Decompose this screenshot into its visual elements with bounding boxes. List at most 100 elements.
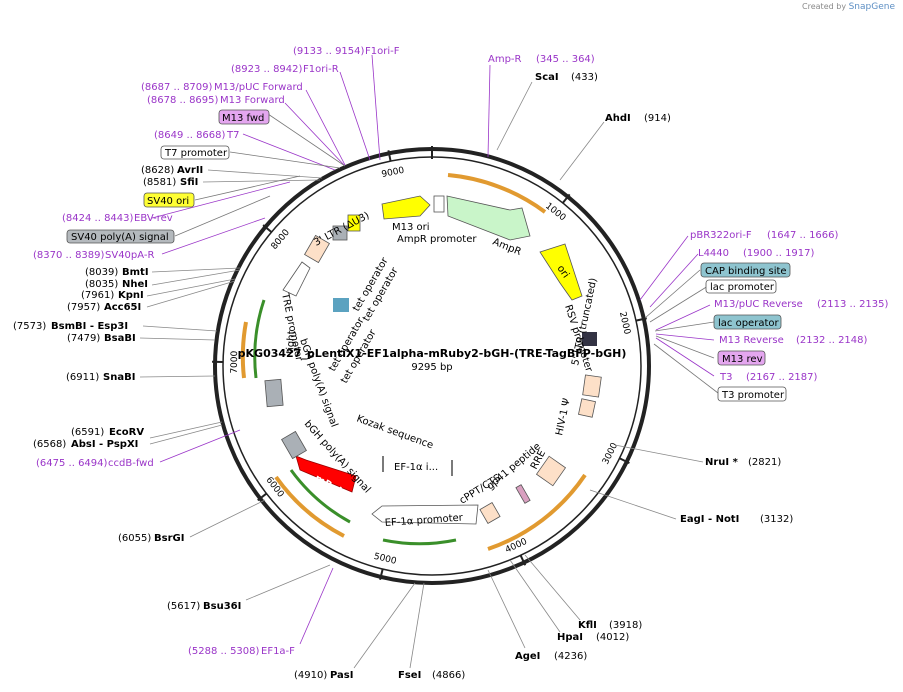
arc-tre <box>253 299 266 379</box>
feature-lac-promoter: lac promoter <box>710 282 775 293</box>
m13-ori-arrow <box>381 195 431 220</box>
primer-ccdb-range: (6475 .. 6494) <box>36 458 108 469</box>
primer-m13r-range: (2132 .. 2148) <box>796 335 868 346</box>
site-bsrgi-pos: (6055) <box>118 533 151 544</box>
enzyme-leaders <box>139 81 704 669</box>
feature-lac-operator: lac operator <box>718 318 779 329</box>
site-agei-name: AgeI <box>515 651 540 662</box>
ef1a-promoter-arrow <box>371 504 479 525</box>
credit-brand: SnapGene <box>848 2 895 12</box>
feature-sv40-ori: SV40 ori <box>147 196 189 207</box>
primer-ampr-name: Amp-R <box>488 54 522 65</box>
primer-ampr-range: (345 .. 364) <box>536 54 595 65</box>
tre-promoter-arrow <box>282 261 311 297</box>
site-acc65i-pos: (7957) <box>67 302 100 313</box>
ampr-promoter-box <box>433 195 445 213</box>
feature-t3-promoter: T3 promoter <box>721 390 785 401</box>
site-nrui-pos: (2821) <box>748 457 781 468</box>
site-acc65i-name: Acc65I <box>104 302 141 313</box>
primer-t7-name: T7 <box>226 130 239 141</box>
site-bsu36i-name: Bsu36I <box>203 601 241 612</box>
site-avrii-name: AvrII <box>177 165 203 176</box>
rre-box <box>535 455 567 487</box>
arc-mruby2-inner <box>289 469 351 524</box>
primer-m13f-name: M13 Forward <box>220 95 285 106</box>
tick-3000 <box>619 457 630 464</box>
orf-mruby2 <box>274 475 345 538</box>
label-ampr-promoter: AmpR promoter <box>397 234 477 245</box>
site-bsabi-pos: (7479) <box>67 333 100 344</box>
primer-t3-name: T3 <box>719 372 732 383</box>
primer-m13r-name: M13 Reverse <box>719 335 784 346</box>
site-hpai-name: HpaI <box>557 632 583 643</box>
primer-f1ori-r-name: F1ori-R <box>303 64 339 75</box>
orf-arcs <box>240 173 587 551</box>
tick-label-5000: 5000 <box>373 552 398 567</box>
primer-leaders <box>151 54 715 645</box>
primer-ebv-range: (8424 .. 8443) <box>62 213 134 224</box>
primer-ccdb-name: ccdB-fwd <box>108 458 154 469</box>
site-nrui-name: NruI * <box>705 457 739 468</box>
site-fsei-name: FseI <box>398 670 421 681</box>
site-kfli-name: KflI <box>578 620 597 631</box>
tick-label-9000: 9000 <box>381 166 406 180</box>
label-ampr: AmpR <box>491 237 523 258</box>
label-ltr3: 3' LTR (ΔU3) <box>312 210 371 248</box>
primer-m13puc-f-name: M13/pUC Forward <box>214 82 303 93</box>
tet-operator-cluster <box>333 298 349 312</box>
ampr-arrow <box>446 195 531 241</box>
tick-4000 <box>519 554 527 566</box>
site-agei-pos: (4236) <box>554 651 587 662</box>
lac-cluster-icon <box>582 332 597 346</box>
site-scai-name: ScaI <box>535 72 559 83</box>
bgh-box-2 <box>264 378 284 408</box>
site-scai-pos: (433) <box>571 72 598 83</box>
site-pasi-name: PasI <box>330 670 353 681</box>
site-ecorv-name: EcoRV <box>109 427 144 438</box>
tick-2000 <box>635 317 647 322</box>
feature-shapes <box>264 195 602 525</box>
plasmid-length: 9295 bp <box>411 362 452 373</box>
cppt-box <box>479 502 501 524</box>
site-absi-name: AbsI - PspXI <box>71 439 138 450</box>
feature-m13-rev: M13 rev <box>722 354 763 365</box>
site-bmti-name: BmtI <box>122 267 149 278</box>
label-hiv-psi: HIV-1 Ψ <box>554 397 573 436</box>
primer-ef1a-name: EF1a-F <box>261 646 295 657</box>
primer-f1ori-f-name: F1ori-F <box>365 46 400 57</box>
arc-ef1a <box>382 538 457 546</box>
snapgene-credit: Created by SnapGene <box>802 2 895 12</box>
site-sfii-pos: (8581) <box>143 177 176 188</box>
primer-m13puc-f-range: (8687 .. 8709) <box>141 82 213 93</box>
label-ef1a-intron: EF-1α i... <box>394 462 438 473</box>
boxed-feature-labels: M13 fwd T7 promoter SV40 ori SV40 poly(A… <box>66 109 791 402</box>
primer-f1ori-r-range: (8923 .. 8942) <box>231 64 303 75</box>
site-bsabi-name: BsaBI <box>104 333 136 344</box>
site-nhei-name: NheI <box>122 279 148 290</box>
plasmid-name: pKG03427_pLentiX1-EF1alpha-mRuby2-bGH-(T… <box>238 347 627 360</box>
site-kfli-pos: (3918) <box>609 620 642 631</box>
site-pasi-pos: (4910) <box>294 670 327 681</box>
primer-l4440-name: L4440 <box>698 248 729 259</box>
primer-f1ori-f-range: (9133 .. 9154) <box>293 46 365 57</box>
site-bsu36i-pos: (5617) <box>167 601 200 612</box>
gp41-box <box>515 484 531 504</box>
site-ecorv-pos: (6591) <box>71 427 104 438</box>
feature-leaders <box>174 113 719 394</box>
tick-1000 <box>561 193 571 204</box>
primer-ef1a-range: (5288 .. 5308) <box>188 646 260 657</box>
tick-label-2000: 2000 <box>617 311 632 336</box>
site-bsrgi-name: BsrGI <box>154 533 184 544</box>
site-bsmbi-name: BsmBI - Esp3I <box>51 321 128 332</box>
site-eagi-pos: (3132) <box>760 514 793 525</box>
restriction-sites: ScaI (433) AhdI (914) NruI * (2821) EagI… <box>13 72 793 681</box>
site-kpni-pos: (7961) <box>81 290 114 301</box>
promoter-arcs <box>253 299 457 546</box>
primer-l4440-range: (1900 .. 1917) <box>743 248 815 259</box>
feature-cap-binding: CAP binding site <box>705 266 787 277</box>
site-ahdi-pos: (914) <box>644 113 671 124</box>
orf-tagbfp <box>240 321 248 379</box>
site-nhei-pos: (8035) <box>85 279 118 290</box>
feature-t7-promoter: T7 promoter <box>164 148 228 159</box>
primer-labels: (9133 .. 9154) F1ori-F (8923 .. 8942) F1… <box>33 46 889 657</box>
